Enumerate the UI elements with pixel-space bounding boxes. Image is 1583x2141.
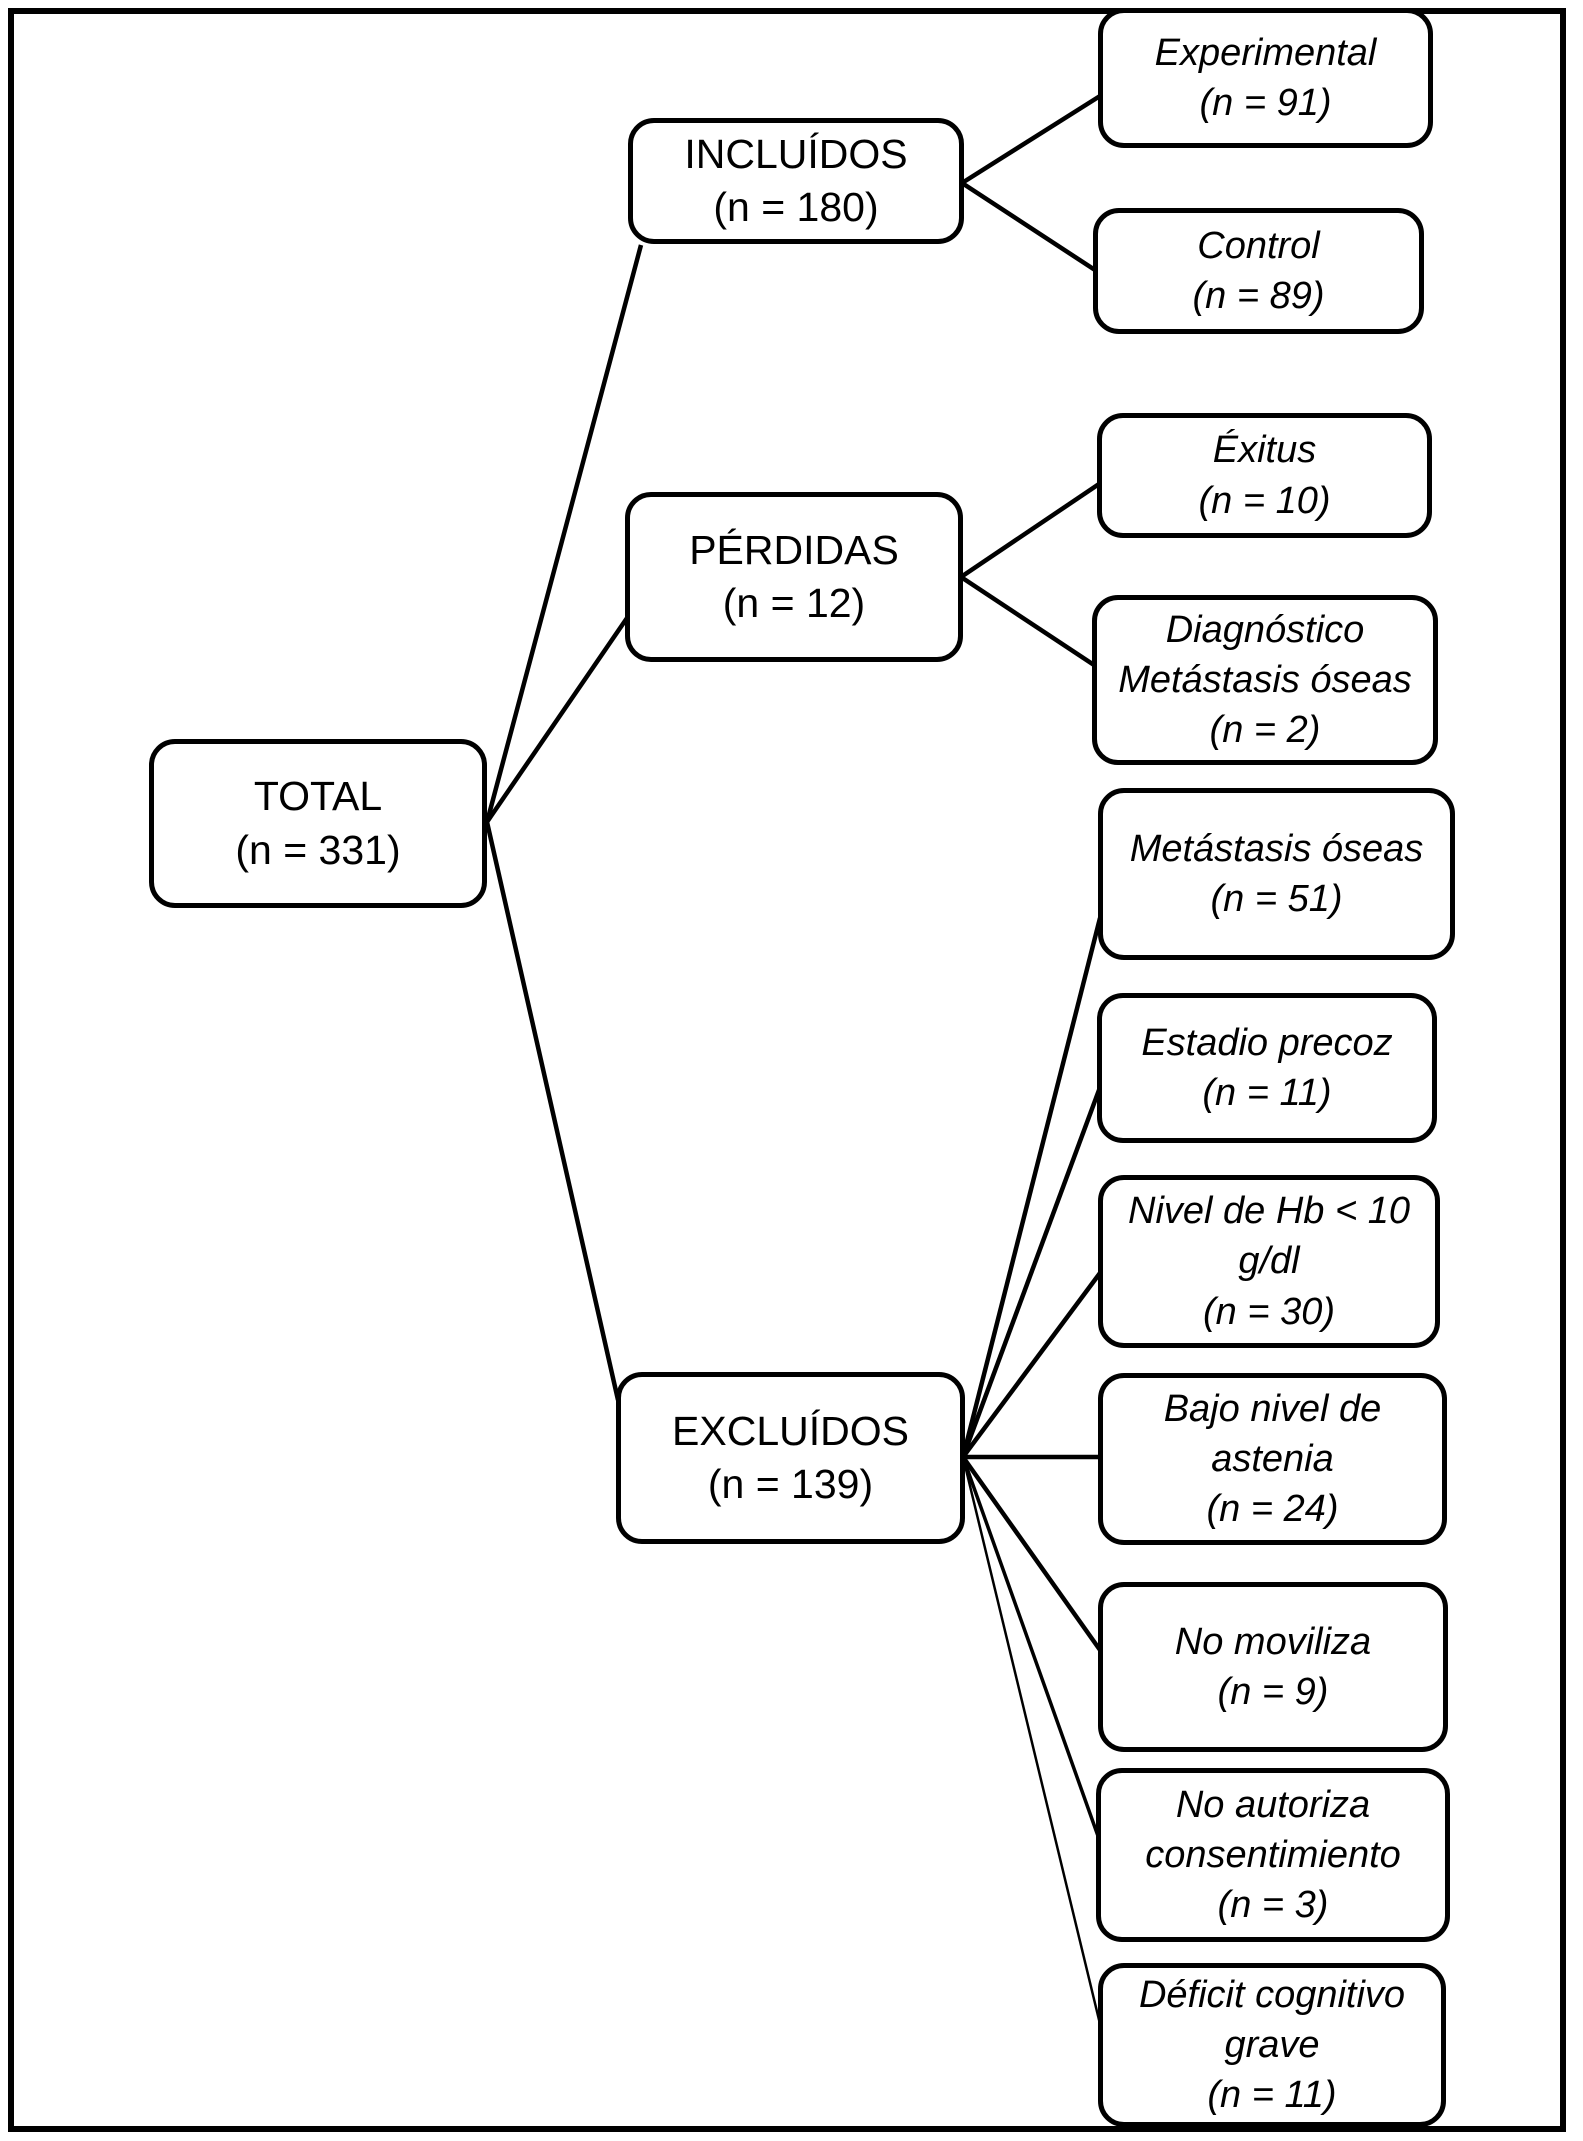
node-total-count: (n = 331) [235,826,401,873]
edge-incluidos-control [960,181,1097,272]
node-nivel-hb-label: Nivel de Hb < 10 g/dl [1128,1190,1410,1283]
node-no-moviliza: No moviliza (n = 9) [1098,1582,1448,1752]
edge-total-incluidos [484,244,644,823]
node-total-label: TOTAL [253,773,383,820]
edge-perdidas-exitus [959,482,1101,579]
node-no-autoriza-label: No autoriza consentimiento [1145,1783,1401,1876]
node-perdidas-label: PÉRDIDAS [689,526,899,573]
node-deficit-cognitivo-count: (n = 11) [1207,2074,1337,2117]
edge-total-excluidos [484,821,621,1401]
node-nivel-hb: Nivel de Hb < 10 g/dl (n = 30) [1098,1175,1440,1348]
edge-excluidos-nomoviliza [961,1455,1102,1652]
node-perdidas-count: (n = 12) [722,580,866,626]
node-metastasis-oseas-label: Metástasis óseas [1129,827,1424,870]
node-exitus-label: Éxitus [1212,429,1317,472]
node-excluidos: EXCLUÍDOS (n = 139) [616,1372,965,1544]
node-estadio-precoz: Estadio precoz (n = 11) [1097,993,1437,1143]
node-incluidos-count: (n = 180) [713,184,879,230]
node-diagnostico-metastasis-label: Diagnóstico Metástasis óseas [1118,608,1412,701]
edge-excluidos-metastasis [960,917,1103,1458]
node-experimental-label: Experimental [1154,31,1377,74]
node-no-moviliza-label: No moviliza [1174,1620,1372,1663]
node-perdidas: PÉRDIDAS (n = 12) [625,492,963,662]
node-incluidos: INCLUÍDOS (n = 180) [628,118,964,244]
node-no-moviliza-count: (n = 9) [1217,1671,1329,1713]
node-nivel-hb-count: (n = 30) [1202,1290,1336,1333]
node-total: TOTAL (n = 331) [149,739,487,908]
node-bajo-astenia-label: Bajo nivel de astenia [1163,1387,1382,1480]
node-estadio-precoz-label: Estadio precoz [1141,1021,1393,1064]
node-control-label: Control [1197,224,1320,267]
node-control: Control (n = 89) [1093,208,1424,334]
edge-excluidos-noautoriza [961,1456,1100,1837]
node-experimental-count: (n = 91) [1199,82,1332,124]
node-diagnostico-metastasis-count: (n = 2) [1209,709,1321,752]
edge-perdidas-diagnostico [959,575,1096,667]
node-exitus-count: (n = 10) [1198,479,1331,522]
node-deficit-cognitivo: Déficit cognitivo grave (n = 11) [1098,1963,1446,2127]
node-bajo-astenia: Bajo nivel de astenia (n = 24) [1098,1373,1447,1545]
node-exitus: Éxitus (n = 10) [1097,413,1432,538]
node-deficit-cognitivo-label: Déficit cognitivo grave [1138,1973,1406,2066]
edge-excluidos-deficit [961,1456,1102,2025]
edge-total-perdidas [485,616,629,824]
node-excluidos-count: (n = 139) [707,1461,874,1507]
node-control-count: (n = 89) [1192,275,1325,317]
node-metastasis-oseas-count: (n = 51) [1210,878,1343,920]
edge-incluidos-experimental [960,94,1102,185]
figure-border [8,8,1566,2132]
node-estadio-precoz-count: (n = 11) [1202,1072,1332,1114]
node-metastasis-oseas: Metástasis óseas (n = 51) [1098,788,1455,960]
node-excluidos-label: EXCLUÍDOS [672,1407,909,1454]
node-incluidos-label: INCLUÍDOS [684,130,908,177]
node-no-autoriza-count: (n = 3) [1217,1884,1329,1927]
edge-excluidos-estadio [960,1089,1102,1458]
node-no-autoriza: No autoriza consentimiento (n = 3) [1096,1768,1450,1942]
node-bajo-astenia-count: (n = 24) [1206,1488,1339,1531]
edge-excluidos-nivelhb [961,1271,1102,1459]
node-diagnostico-metastasis: Diagnóstico Metástasis óseas (n = 2) [1092,595,1438,765]
node-experimental: Experimental (n = 91) [1098,8,1433,148]
